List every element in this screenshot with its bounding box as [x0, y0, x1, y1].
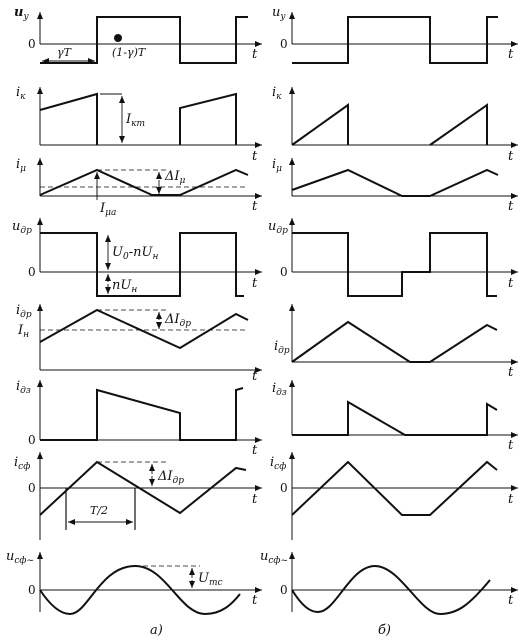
zero-label: 0 [28, 265, 36, 279]
row-isf-a: ΔIдр T/2 iсф 0 t [14, 452, 262, 540]
ik-waveform-a [39, 92, 237, 145]
t-axis-label: t [252, 47, 258, 62]
row-uy-a: γT (1-γ)T uу 0 t [14, 5, 262, 64]
row-ik-a: Iкm iк t [16, 85, 262, 164]
row-usf-a: Umc uсф~ 0 t [6, 549, 262, 616]
row-imu-a: ΔIμ Iμa iμ t [16, 157, 262, 218]
usf-label: uсф~ [260, 549, 288, 566]
one-minus-gamma-t-label: (1-γ)T [112, 46, 147, 59]
ik-label: iк [16, 85, 26, 102]
idz-waveform-a [40, 387, 244, 441]
imu-label: iμ [16, 157, 26, 174]
isf-label: iсф [14, 455, 30, 472]
row-idz-b: iдз t [272, 380, 518, 453]
idr-label: iдр [16, 303, 32, 320]
zero-label: 0 [28, 481, 36, 495]
udr-waveform-a [40, 232, 244, 297]
t-axis-label: t [508, 438, 514, 453]
row-udr-b: uдр 0 t [268, 218, 518, 297]
isf-waveform-b [291, 460, 498, 516]
u0-nun-label: U0-nUн [112, 245, 158, 262]
zero-label: 0 [280, 583, 288, 597]
imu-label: iμ [272, 157, 282, 174]
zero-label: 0 [28, 433, 36, 447]
t-axis-label: t [252, 199, 258, 214]
row-idz-a: iдз 0 t [16, 379, 262, 458]
t-axis-label: t [508, 492, 514, 507]
ik-waveform-b [291, 103, 488, 146]
zero-label: 0 [28, 583, 36, 597]
uy-waveform-b [292, 16, 498, 64]
row-uy-b: uу 0 t [272, 5, 518, 64]
row-ik-b: iк t [272, 85, 518, 164]
panel-b: uу 0 t iк t iμ t uдр 0 t [260, 5, 518, 638]
idr-waveform-a [39, 308, 249, 350]
t-axis-label: t [252, 369, 258, 384]
t-axis-label: t [252, 149, 258, 164]
umc-label: Umc [198, 571, 223, 588]
nun-label: nUн [112, 278, 137, 295]
dimu-label: ΔIμ [164, 169, 186, 186]
t-axis-label: t [508, 47, 514, 62]
imu-waveform-a [39, 168, 249, 196]
zero-label: 0 [280, 37, 288, 51]
zero-label: 0 [280, 481, 288, 495]
udr-label: uдр [12, 219, 32, 236]
t-axis-label: t [252, 443, 258, 458]
ikm-label: Iкm [125, 112, 145, 129]
row-udr-a: U0-nUн nUн uдр 0 t [12, 218, 262, 297]
isf-label: iсф [270, 455, 286, 472]
udr-label: uдр [268, 219, 288, 236]
idz-waveform-b [292, 400, 498, 436]
row-idr-a: ΔIдр Iн iдр t [16, 303, 262, 384]
zero-label: 0 [28, 37, 36, 51]
uy-label: uу [14, 5, 29, 22]
row-imu-b: iμ t [272, 157, 518, 214]
row-idr-b: iдр t [274, 304, 518, 380]
imu-waveform-b [291, 168, 499, 197]
idz-label: iдз [16, 379, 31, 396]
zero-label: 0 [280, 265, 288, 279]
half-t-label: T/2 [90, 504, 108, 517]
didr2-label: ΔIдр [157, 469, 184, 486]
row-usf-b: uсф~ 0 t [260, 549, 518, 616]
panel-a-caption: a) [150, 623, 163, 638]
didr-label: ΔIдр [164, 312, 191, 329]
t-axis-label: t [252, 492, 258, 507]
idz-label: iдз [272, 381, 287, 398]
t-axis-label: t [508, 199, 514, 214]
t-axis-label: t [508, 149, 514, 164]
panel-a: γT (1-γ)T uу 0 t Iкm iк t [6, 5, 262, 638]
marker-dot [114, 34, 122, 42]
imua-label: Iμa [99, 201, 116, 218]
t-axis-label: t [508, 593, 514, 608]
gamma-t-label: γT [57, 46, 73, 59]
t-axis-label: t [252, 593, 258, 608]
row-isf-b: iсф 0 t [270, 452, 518, 540]
udr-waveform-b [292, 232, 497, 297]
t-axis-label: t [508, 365, 514, 380]
ik-label: iк [272, 85, 282, 102]
uy-label: uу [272, 5, 286, 22]
idr-label: iдр [274, 339, 290, 356]
in-label: Iн [17, 323, 29, 340]
t-axis-label: t [252, 276, 258, 291]
t-axis-label: t [508, 276, 514, 291]
idr-waveform-b [291, 320, 498, 363]
isf-waveform-a [39, 460, 247, 516]
panel-b-caption: б) [378, 623, 391, 638]
usf-waveform-b [291, 564, 491, 616]
uy-waveform-a [40, 16, 248, 64]
usf-label: uсф~ [6, 549, 34, 566]
